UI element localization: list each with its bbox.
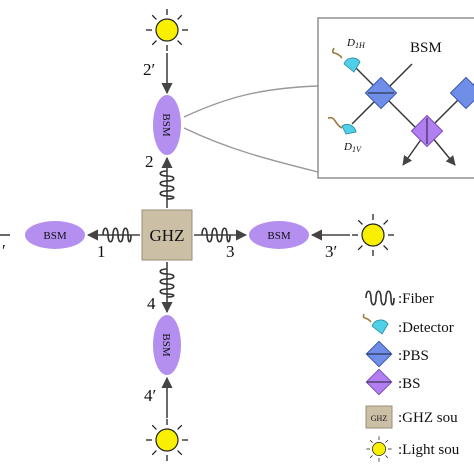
legend-item: :Detector <box>362 313 454 336</box>
left-port-label: 1 <box>97 242 106 261</box>
right-port-label: 3 <box>226 242 235 261</box>
top-source-label: 2′ <box>143 60 155 79</box>
left-source-label: ′ <box>2 241 6 260</box>
bottom-source-label: 4′ <box>144 386 156 405</box>
right-branch: 3 BSM 3′ <box>194 213 395 261</box>
bsm-node-right <box>249 221 309 249</box>
legend-label: :Fiber <box>398 291 434 307</box>
legend-label: :GHZ sou <box>398 410 458 426</box>
detector-v-label: D1V <box>343 141 362 154</box>
legend-item: :PBS <box>365 340 429 368</box>
light-source-icon <box>351 213 395 257</box>
inset-title: BSM <box>410 40 442 56</box>
light-source-icon <box>366 436 392 462</box>
detector-icon <box>371 319 389 335</box>
detector-icon <box>343 57 361 73</box>
bsm-inset: BSM D1H D1V <box>317 17 474 179</box>
bottom-port-label: 4 <box>147 294 156 313</box>
bsm-label-left: BSM <box>43 230 66 242</box>
ghz-box-icon <box>365 405 393 429</box>
ghz-box-icon-text: GHZ <box>371 414 388 423</box>
beam-line <box>351 63 428 140</box>
top-port-label: 2 <box>145 152 154 171</box>
legend-item: :BS <box>365 368 421 396</box>
legend: :Fiber :Detector :PBS :BS GHZ :GHZ sou :… <box>362 290 460 462</box>
detector-icon <box>341 124 357 135</box>
light-source-icon <box>145 418 189 462</box>
detector-wire <box>327 116 343 129</box>
bottom-branch: 4 BSM 4′ <box>144 262 189 462</box>
legend-label: :Detector <box>398 320 454 336</box>
bsm-label-top: BSM <box>160 113 172 136</box>
legend-item: GHZ :GHZ sou <box>365 405 458 429</box>
legend-label: :PBS <box>398 348 429 364</box>
detector-wire <box>362 313 372 323</box>
bsm-node-top <box>153 95 181 155</box>
legend-label: :BS <box>398 376 421 392</box>
zoom-connector <box>183 127 319 173</box>
bsm-label-right: BSM <box>267 230 290 242</box>
detector-wire <box>331 47 343 59</box>
legend-item: :Light sou <box>366 436 460 462</box>
legend-label: :Light sou <box>398 442 460 458</box>
right-source-label: 3′ <box>325 242 337 261</box>
light-source-icon <box>145 8 189 52</box>
fiber-icon <box>365 290 395 306</box>
legend-item: :Fiber <box>365 290 434 307</box>
left-branch: ′ BSM 1 <box>0 221 140 261</box>
ghz-label: GHZ <box>150 226 185 245</box>
bsm-label-bottom: BSM <box>160 333 172 356</box>
bsm-node-bottom <box>153 315 181 375</box>
zoom-connector <box>183 85 319 118</box>
detector-h-label: D1H <box>346 37 366 50</box>
top-branch: 2′ BSM 2 <box>143 8 189 208</box>
ghz-source-box <box>141 209 193 261</box>
bsm-node-left <box>25 221 85 249</box>
inset-frame <box>317 17 474 179</box>
